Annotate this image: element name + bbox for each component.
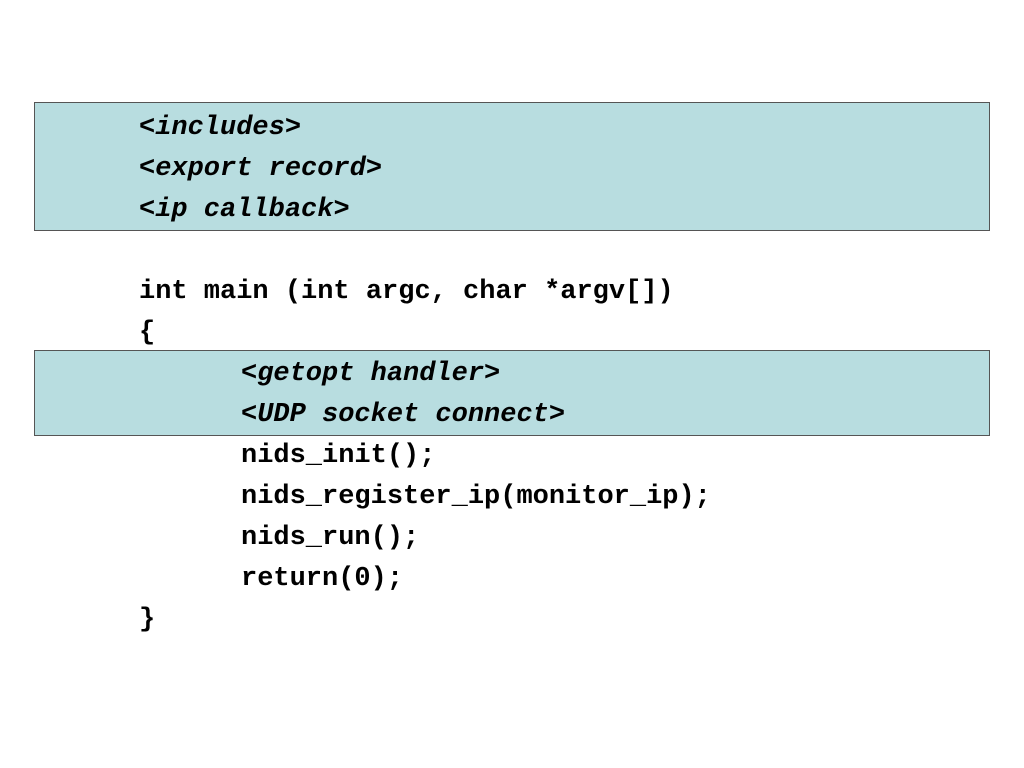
placeholder-highlight-box-top	[34, 102, 990, 231]
ip-callback-placeholder-text: ip callback	[155, 195, 334, 225]
udp-socket-connect-placeholder-text: UDP socket connect	[257, 400, 549, 430]
export-record-placeholder: <export record>	[139, 154, 383, 184]
placeholder-highlight-box-middle	[34, 350, 990, 436]
close-brace-line: }	[139, 605, 156, 635]
includes-placeholder: <includes>	[139, 113, 302, 143]
udp-socket-connect-placeholder: <UDP socket connect>	[241, 400, 566, 430]
includes-placeholder-text: includes	[155, 113, 285, 143]
main-signature-line: int main (int argc, char *argv[])	[139, 277, 674, 307]
return-line: return(0);	[241, 564, 404, 594]
getopt-handler-placeholder: <getopt handler>	[241, 359, 501, 389]
nids-run-line: nids_run();	[241, 523, 420, 553]
nids-init-line: nids_init();	[241, 441, 436, 471]
export-record-placeholder-text: export record	[155, 154, 366, 184]
open-brace-line: {	[139, 318, 156, 348]
nids-register-line: nids_register_ip(monitor_ip);	[241, 482, 711, 512]
ip-callback-placeholder: <ip callback>	[139, 195, 350, 225]
getopt-handler-placeholder-text: getopt handler	[257, 359, 485, 389]
